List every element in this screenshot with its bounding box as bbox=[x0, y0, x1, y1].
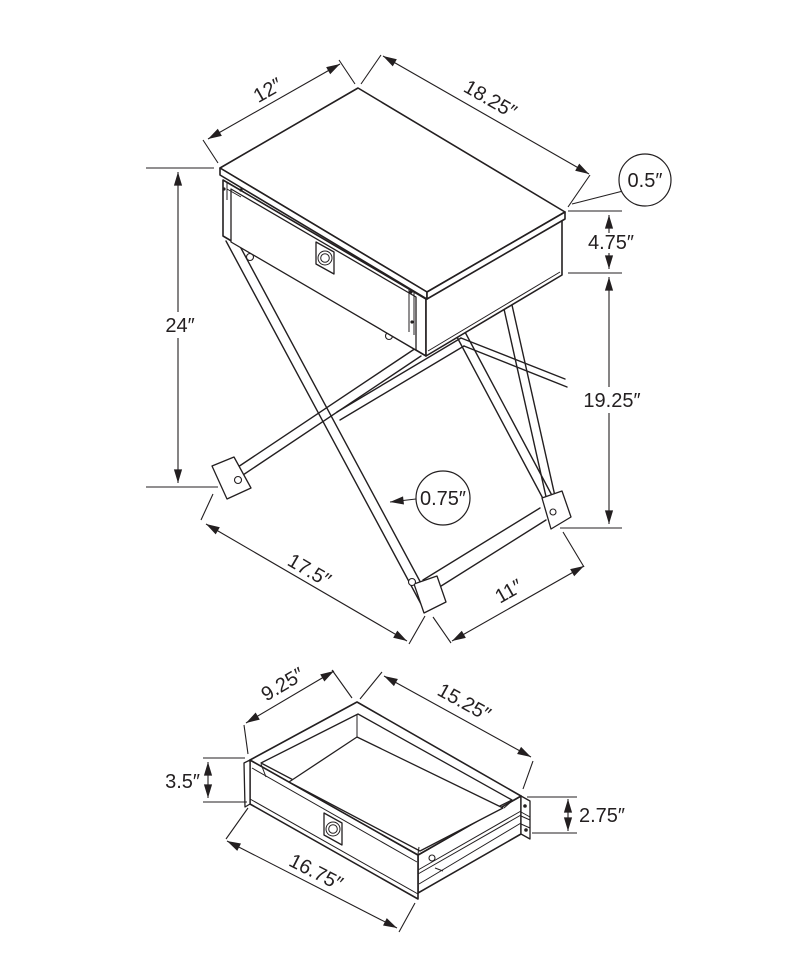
dim-case-height: 4.75″ bbox=[568, 210, 634, 274]
drawer-case bbox=[222, 179, 563, 357]
tabletop-edge-right bbox=[426, 211, 566, 300]
dim-label-interior-depth: 9.25″ bbox=[258, 664, 309, 706]
dim-base-width: 17.5″ bbox=[200, 493, 426, 645]
drawer-pull bbox=[315, 241, 335, 275]
dim-label-top-thickness: 0.5″ bbox=[628, 170, 663, 192]
screw-icon bbox=[407, 577, 417, 587]
figure-drawer: 9.25″ 15.25″ 3.5″ 2.75″ 16.75″ bbox=[165, 664, 625, 933]
case-bottom-shadow-line bbox=[427, 271, 561, 352]
bracket-screw-icon bbox=[409, 290, 413, 294]
dim-label-base-width: 17.5″ bbox=[284, 550, 335, 592]
screw-icon bbox=[428, 854, 436, 862]
dim-top-thickness-callout: 0.5″ bbox=[571, 153, 672, 207]
dim-label-interior-width: 15.25″ bbox=[434, 679, 495, 726]
foot-left bbox=[211, 456, 252, 500]
dim-label-top-width: 18.25″ bbox=[460, 76, 521, 123]
rail-screw-icon bbox=[523, 804, 527, 808]
dim-label-leg-thickness: 0.75″ bbox=[420, 488, 466, 510]
interior-corner-seams bbox=[260, 714, 513, 855]
foot-front bbox=[413, 575, 447, 614]
bracket-screw-icon bbox=[410, 320, 414, 324]
latch-detail bbox=[434, 867, 444, 872]
dim-label-base-depth: 11″ bbox=[491, 575, 526, 608]
pull-ring-icon bbox=[317, 250, 333, 266]
rail-end-grooves bbox=[520, 811, 531, 829]
dim-leg-thickness-callout: 0.75″ bbox=[389, 470, 471, 526]
stretcher-upper-right bbox=[460, 337, 568, 388]
leg-bar-right-back bbox=[503, 304, 560, 520]
dim-label-case-height: 4.75″ bbox=[588, 232, 634, 254]
corner-bracket-right bbox=[408, 283, 415, 335]
slide-rail-grooves bbox=[417, 810, 522, 885]
drawer-floor bbox=[288, 736, 504, 852]
bracket-screw-icon bbox=[222, 187, 226, 191]
dim-label-front-height: 3.5″ bbox=[165, 771, 200, 793]
pull-ring-icon bbox=[325, 821, 341, 837]
figure-side-table: 12″ 18.25″ 0.5″ 4.75″ 24″ bbox=[146, 54, 672, 645]
callout-circle bbox=[618, 153, 672, 207]
dim-label-top-depth: 12″ bbox=[250, 74, 286, 108]
dim-leg-height: 19.25″ bbox=[560, 276, 641, 529]
callout-circle bbox=[415, 470, 471, 526]
foot-right bbox=[541, 490, 572, 530]
screw-icon bbox=[233, 475, 243, 485]
pull-ring-icon bbox=[328, 824, 338, 834]
stretcher-lower bbox=[422, 507, 547, 594]
dim-label-leg-height: 19.25″ bbox=[583, 390, 640, 412]
pull-plate bbox=[315, 241, 335, 275]
dim-label-side-height: 2.75″ bbox=[579, 805, 625, 827]
dim-overall-height: 24″ bbox=[146, 167, 218, 488]
leg-bar-right-front bbox=[456, 331, 557, 509]
drawer-front-panel bbox=[230, 188, 417, 351]
leg-bar-front-2 bbox=[228, 347, 422, 482]
front-left-end-cap bbox=[243, 759, 251, 808]
x-legs bbox=[211, 236, 572, 614]
screw-icon bbox=[549, 508, 557, 516]
stretcher-upper bbox=[336, 337, 465, 421]
dim-side-height: 2.75″ bbox=[527, 796, 625, 834]
rail-screw-icon bbox=[524, 828, 528, 832]
dim-front-height: 3.5″ bbox=[165, 757, 247, 803]
dim-base-depth: 11″ bbox=[432, 531, 585, 644]
dim-label-overall-height: 24″ bbox=[165, 315, 194, 337]
bracket-screw-icon bbox=[239, 188, 243, 192]
drawer-body bbox=[243, 701, 531, 900]
dim-label-front-width: 16.75″ bbox=[285, 850, 346, 896]
pull-ring-icon bbox=[320, 253, 330, 263]
